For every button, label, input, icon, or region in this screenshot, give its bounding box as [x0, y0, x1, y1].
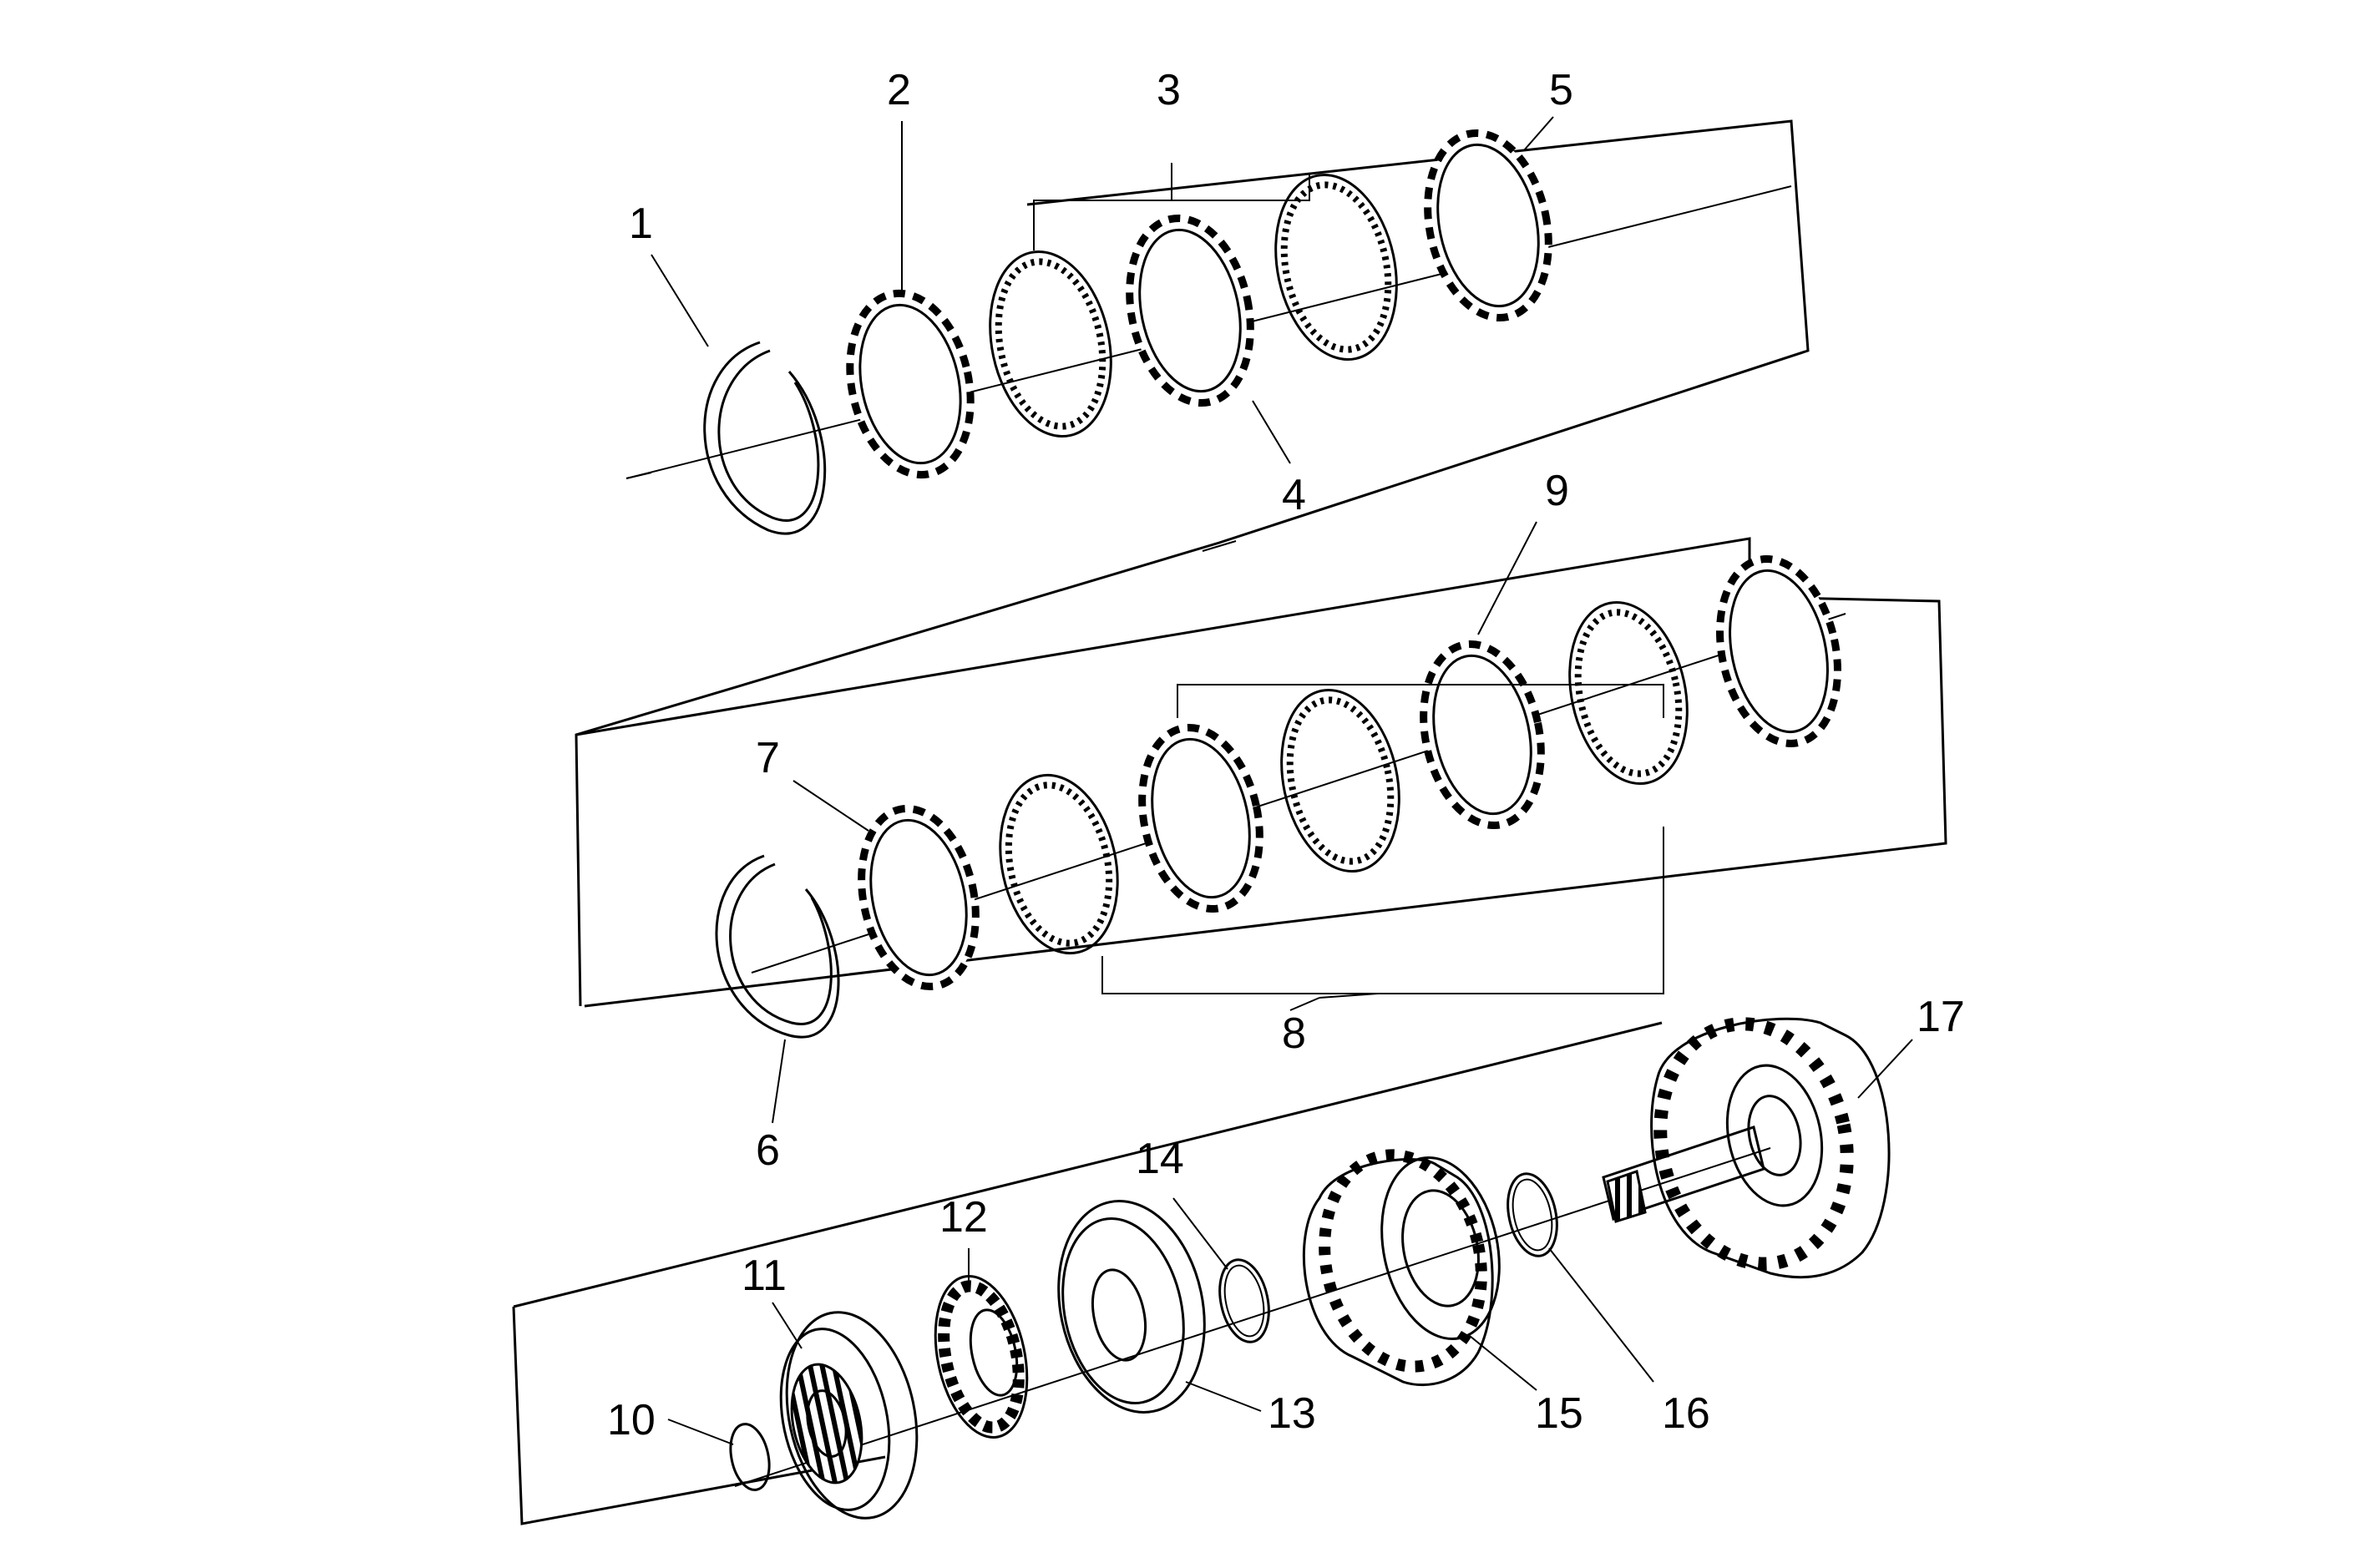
- leader-15: [1469, 1335, 1537, 1391]
- leader-16: [1548, 1247, 1654, 1383]
- callout-3: 3: [1157, 66, 1181, 114]
- top-panel-outline: [575, 119, 1810, 1007]
- leader-17: [1857, 1039, 1913, 1099]
- input-shaft-drum-17: [1602, 1017, 1891, 1279]
- callout-7: 7: [756, 734, 780, 782]
- callout-labels: 1 2 3 4 5 6 7 8 9 10 11 12 13 14 15 16 1…: [607, 66, 1965, 1444]
- callout-13: 13: [1268, 1389, 1316, 1438]
- leader-11: [772, 1302, 803, 1349]
- piston-housing-11: [779, 1311, 919, 1520]
- leader-10: [667, 1419, 734, 1445]
- leader-6: [772, 1039, 786, 1124]
- leader-14: [1172, 1197, 1228, 1270]
- leader-1: [651, 254, 709, 347]
- callout-9: 9: [1545, 467, 1569, 515]
- steel-plate-7: [858, 804, 980, 991]
- friction-plate-8a: [999, 773, 1119, 955]
- friction-plate-3a: [989, 250, 1112, 438]
- callout-12: 12: [939, 1193, 988, 1242]
- callout-15: 15: [1535, 1389, 1583, 1438]
- callout-16: 16: [1662, 1389, 1710, 1438]
- bracket-8-upper: [1177, 684, 1664, 718]
- snap-ring-10: [729, 1423, 771, 1491]
- o-ring-16: [1506, 1172, 1558, 1257]
- top-centerline-dash-left: [625, 472, 652, 479]
- bottom-centerline: [734, 1147, 1771, 1487]
- leader-4: [1252, 400, 1291, 464]
- callout-6: 6: [756, 1126, 780, 1175]
- callout-14: 14: [1136, 1135, 1184, 1183]
- callout-5: 5: [1549, 66, 1573, 114]
- bracket-8-lower: [1101, 827, 1664, 994]
- leader-8: [1319, 993, 1379, 999]
- snap-ring-6: [715, 854, 840, 1039]
- spring-assembly-12: [934, 1275, 1029, 1439]
- steel-plate-4: [1126, 214, 1254, 407]
- leader-7: [792, 780, 869, 832]
- callout-2: 2: [887, 66, 911, 114]
- leader-5: [1523, 116, 1554, 151]
- friction-plate-3b: [1274, 173, 1398, 362]
- bottom-panel-outline: [512, 1021, 1663, 1525]
- friction-plate-8c: [1568, 600, 1689, 786]
- callout-1: 1: [629, 200, 653, 248]
- steel-plate-mid-end: [1716, 555, 1841, 747]
- callout-10: 10: [607, 1396, 656, 1444]
- steel-plate-5: [1424, 129, 1552, 322]
- bottom-assembly: [512, 1017, 1913, 1525]
- clutch-housing-15: [1302, 1149, 1501, 1387]
- o-ring-14: [1218, 1258, 1270, 1343]
- callout-11: 11: [742, 1252, 787, 1300]
- leader-13: [1185, 1381, 1262, 1412]
- steel-plate-9: [1420, 640, 1545, 830]
- top-assembly: [575, 116, 1810, 1007]
- piston-13: [1057, 1200, 1206, 1414]
- callout-8: 8: [1282, 1009, 1306, 1058]
- friction-plate-8b: [1280, 688, 1400, 873]
- callout-4: 4: [1282, 471, 1306, 519]
- callout-17: 17: [1917, 993, 1965, 1041]
- steel-plate-mid-a: [1138, 723, 1263, 913]
- middle-assembly: [575, 521, 1947, 1124]
- top-centerline-dash: [1202, 540, 1237, 552]
- steel-plate-2: [846, 289, 975, 479]
- snap-ring-1: [703, 341, 827, 535]
- leader-8b: [1289, 997, 1320, 1011]
- leader-9: [1477, 521, 1537, 635]
